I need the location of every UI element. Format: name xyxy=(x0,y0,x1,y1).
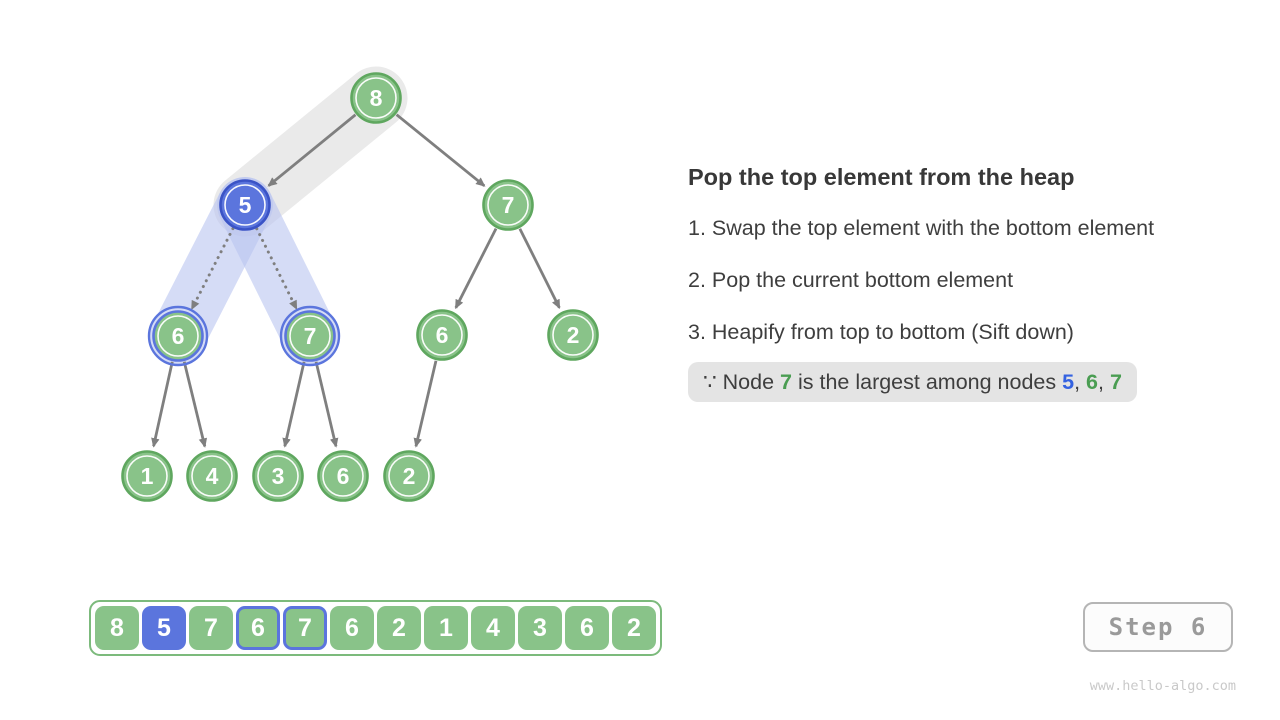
svg-text:6: 6 xyxy=(172,323,185,349)
tree-node-6: 6 xyxy=(416,309,468,361)
note-text: ∵ Node 7 is the largest among nodes 5, 6… xyxy=(703,370,1122,394)
explanation-panel: Pop the top element from the heap 1. Swa… xyxy=(688,163,1248,402)
node-ref-blue: 5 xyxy=(1062,370,1075,394)
tree-node-2: 2 xyxy=(383,450,435,502)
tree-nodes: 8 5 7 6 7 6 2 1 4 3 6 2 xyxy=(121,72,599,502)
tree-edge-dotted xyxy=(255,227,298,311)
note-text-segment: ∵ Node xyxy=(703,370,781,394)
node-ref-green: 6 xyxy=(1086,370,1098,394)
svg-text:6: 6 xyxy=(337,463,350,489)
svg-text:3: 3 xyxy=(272,463,285,489)
tree-edge-solid xyxy=(395,113,486,187)
tree-node-8: 8 xyxy=(350,72,402,124)
svg-text:2: 2 xyxy=(567,322,580,348)
tree-edge-solid xyxy=(454,227,498,310)
tree-node-7: 7 xyxy=(482,179,534,231)
note-text-segment: is the largest among nodes xyxy=(792,370,1063,394)
tree-node-4: 4 xyxy=(186,450,238,502)
node-ref-green: 7 xyxy=(780,370,792,394)
array-cell-0: 8 xyxy=(95,606,139,650)
tree-edge-solid xyxy=(267,113,357,187)
tree-edge-dotted xyxy=(190,227,235,311)
tree-node-5: 5 xyxy=(219,179,271,231)
array-cell-10: 6 xyxy=(565,606,609,650)
tree-node-2: 2 xyxy=(547,309,599,361)
array-cell-11: 2 xyxy=(612,606,656,650)
step-badge[interactable]: Step 6 xyxy=(1083,602,1233,652)
tree-node-6: 6 xyxy=(147,305,209,367)
svg-text:1: 1 xyxy=(141,463,154,489)
svg-text:7: 7 xyxy=(304,323,317,349)
array-cell-5: 6 xyxy=(330,606,374,650)
note-text-segment: , xyxy=(1074,370,1087,394)
node-ref-green: 7 xyxy=(1109,370,1122,394)
tree-edge-solid xyxy=(314,361,339,448)
svg-text:4: 4 xyxy=(206,463,219,489)
note-box: ∵ Node 7 is the largest among nodes 5, 6… xyxy=(688,362,1137,402)
svg-text:5: 5 xyxy=(239,192,252,218)
tree-edge-solid xyxy=(282,361,306,448)
instruction-step: 1. Swap the top element with the bottom … xyxy=(688,216,1155,240)
instruction-step: 3. Heapify from top to bottom (Sift down… xyxy=(688,320,1074,344)
heap-tree-diagram: 8 5 7 6 7 6 2 1 4 3 6 2 xyxy=(121,66,599,502)
svg-text:8: 8 xyxy=(370,85,383,111)
svg-text:2: 2 xyxy=(403,463,416,489)
array-cell-4: 7 xyxy=(283,606,327,650)
instruction-steps: 1. Swap the top element with the bottom … xyxy=(688,215,1248,345)
array-cell-1: 5 xyxy=(142,606,186,650)
array-cell-3: 6 xyxy=(236,606,280,650)
watermark: www.hello-algo.com xyxy=(1089,678,1236,694)
panel-title: Pop the top element from the heap xyxy=(688,164,1075,190)
svg-text:6: 6 xyxy=(436,322,449,348)
tree-node-6: 6 xyxy=(317,450,369,502)
highlight-bands xyxy=(150,66,408,364)
tree-node-1: 1 xyxy=(121,450,173,502)
tree-edges xyxy=(151,113,561,448)
svg-text:7: 7 xyxy=(502,192,515,218)
array-cell-7: 1 xyxy=(424,606,468,650)
tree-edge-solid xyxy=(413,360,438,448)
array-cell-8: 4 xyxy=(471,606,515,650)
array-cell-9: 3 xyxy=(518,606,562,650)
tree-node-7: 7 xyxy=(279,305,341,367)
tree-edge-solid xyxy=(151,361,174,448)
array-cell-6: 2 xyxy=(377,606,421,650)
tree-edge-solid xyxy=(182,361,208,448)
note-text-segment: , xyxy=(1098,370,1110,394)
tree-edge-solid xyxy=(518,228,561,310)
instruction-step: 2. Pop the current bottom element xyxy=(688,268,1014,292)
array-cell-2: 7 xyxy=(189,606,233,650)
tree-node-3: 3 xyxy=(252,450,304,502)
